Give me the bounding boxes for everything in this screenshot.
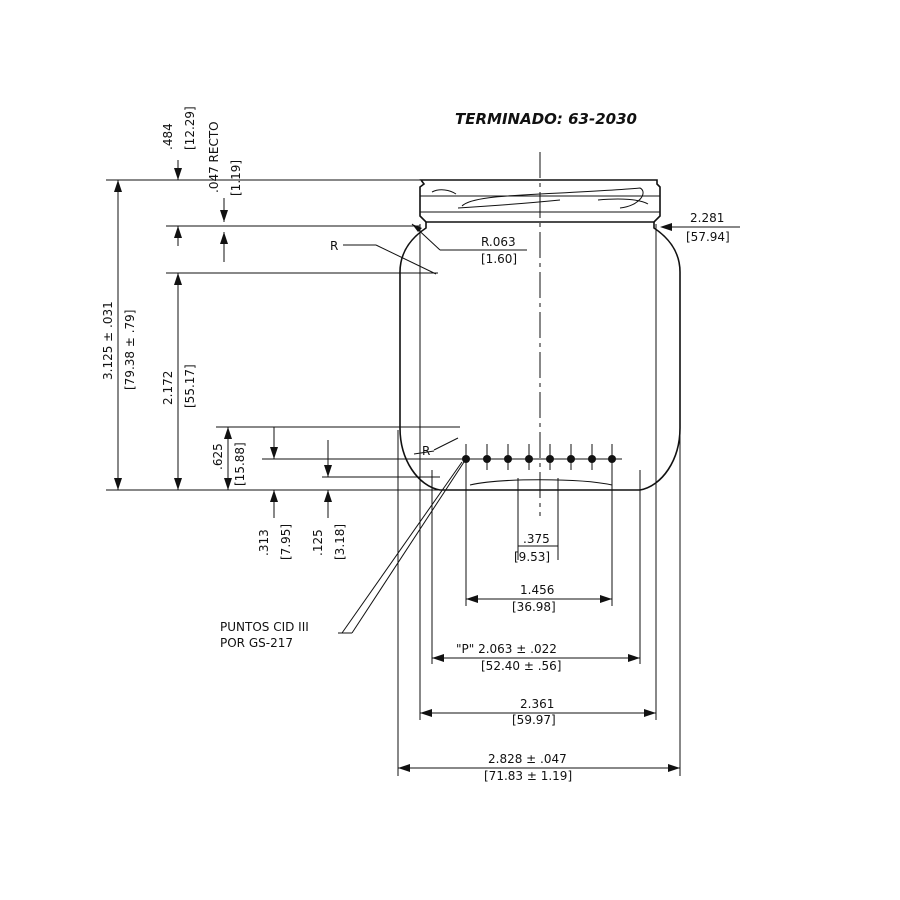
dim-625-mm: [15.88] bbox=[233, 442, 247, 486]
cid-note: PUNTOS CID III POR GS-217 bbox=[220, 461, 465, 650]
cid-dot bbox=[588, 444, 596, 470]
dim-484-mm: [12.29] bbox=[183, 106, 197, 150]
dim-484-in: .484 bbox=[161, 123, 175, 150]
dim-2828-mm: [71.83 ± 1.19] bbox=[484, 769, 572, 783]
dim-2828-in: 2.828 ± .047 bbox=[488, 752, 567, 766]
dim-2172-mm: [55.17] bbox=[183, 364, 197, 408]
dim-1456-mm: [36.98] bbox=[512, 600, 556, 614]
dim-313-mm: [7.95] bbox=[279, 524, 293, 560]
dim-2361-mm: [59.97] bbox=[512, 713, 556, 727]
dim-313-in: .313 bbox=[257, 529, 271, 556]
dim-2172-in: 2.172 bbox=[161, 371, 175, 405]
cid-dot bbox=[504, 444, 512, 470]
cid-dot bbox=[567, 444, 575, 470]
cid-dots bbox=[460, 444, 622, 470]
dimension-texts-left: .484 [12.29] .047 RECTO [1.19] 3.125 ± .… bbox=[101, 106, 347, 560]
dim-047-mm: [1.19] bbox=[229, 160, 243, 196]
jar-outline bbox=[399, 179, 681, 491]
radius-063-in: R.063 bbox=[481, 235, 516, 249]
cid-dot bbox=[525, 444, 533, 470]
cid-note-line2: POR GS-217 bbox=[220, 636, 293, 650]
cid-dot bbox=[546, 444, 554, 470]
cid-dot bbox=[462, 444, 470, 470]
dim-p-in: "P" 2.063 ± .022 bbox=[456, 642, 557, 656]
cid-note-line1: PUNTOS CID III bbox=[220, 620, 309, 634]
dim-3125-in: 3.125 ± .031 bbox=[101, 301, 115, 380]
radius-lower-label: R bbox=[422, 444, 430, 458]
radius-063-mm: [1.60] bbox=[481, 252, 517, 266]
finish-title: TERMINADO: 63-2030 bbox=[455, 110, 637, 128]
dim-047-in: .047 RECTO bbox=[207, 121, 221, 193]
dim-625-in: .625 bbox=[211, 443, 225, 470]
radius-upper-label: R bbox=[330, 239, 338, 253]
bottom-dimensions: .375 [9.53] 1.456 [36.98] "P" 2.063 ± .0… bbox=[397, 224, 681, 783]
dim-1456-in: 1.456 bbox=[520, 583, 554, 597]
dim-3125-mm: [79.38 ± .79] bbox=[123, 310, 137, 390]
dim-2281-mm: [57.94] bbox=[686, 230, 730, 244]
dim-125-mm: [3.18] bbox=[333, 524, 347, 560]
neck-diameter-dim: 2.281 [57.94] bbox=[660, 211, 740, 244]
dim-2281-in: 2.281 bbox=[690, 211, 724, 225]
radius-callouts: R R.063 [1.60] R bbox=[330, 223, 527, 458]
dim-p-mm: [52.40 ± .56] bbox=[481, 659, 561, 673]
left-dimensions bbox=[106, 160, 470, 518]
dim-375-mm: [9.53] bbox=[514, 550, 550, 564]
dim-125-in: .125 bbox=[311, 529, 325, 556]
cid-dot bbox=[483, 444, 491, 470]
cid-dot bbox=[608, 444, 616, 470]
dim-2361-in: 2.361 bbox=[520, 697, 554, 711]
dim-375-in: .375 bbox=[523, 532, 550, 546]
